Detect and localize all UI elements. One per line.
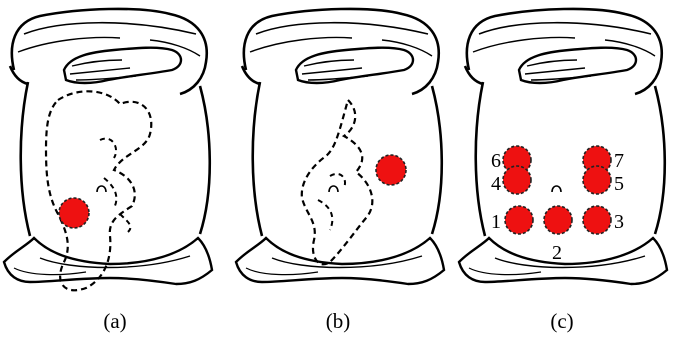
marker-c-1 [505,206,533,234]
marker-c-4 [503,166,531,194]
marker-a [59,198,89,228]
caption-b: (b) [326,309,351,333]
abdomen-b [236,9,444,284]
label-c-2: 2 [552,242,562,264]
marker-c-3 [583,206,611,234]
label-c-7: 7 [614,150,624,172]
fetus-outline-b [302,100,373,264]
label-c-6: 6 [491,150,501,172]
abdomen-c [459,9,667,284]
label-c-5: 5 [614,173,624,195]
abdomen-a [4,9,212,284]
marker-c-2 [544,206,572,234]
label-c-1: 1 [491,211,501,233]
label-c-4: 4 [491,173,501,195]
caption-a: (a) [103,309,126,333]
marker-b [376,155,406,185]
caption-c: (c) [550,309,573,333]
marker-c-5 [583,166,611,194]
panel-a: (a) [4,9,212,333]
panel-b: (b) [236,9,444,333]
panel-c: 6 4 7 5 1 2 3 (c) [459,9,667,333]
fetus-detail-b [318,174,345,230]
label-c-3: 3 [614,211,624,233]
